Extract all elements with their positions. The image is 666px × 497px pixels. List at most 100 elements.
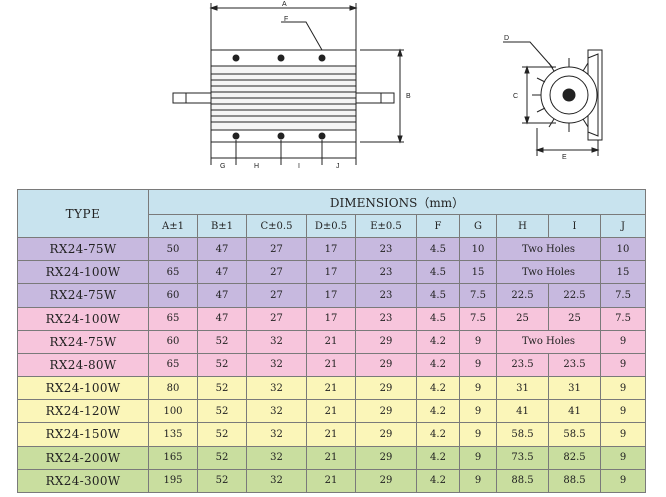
dim-label-j: J: [336, 163, 340, 170]
dim-cell-a: 65: [148, 352, 198, 378]
column-header: A±1: [148, 214, 198, 238]
dim-cell-b: 52: [197, 422, 247, 447]
dim-cell-e: 23: [355, 260, 417, 285]
dim-cell-b: 52: [197, 468, 247, 494]
column-header: G: [459, 214, 497, 238]
dim-cell-g: 9: [459, 422, 497, 447]
dim-cell-d: 21: [306, 376, 356, 401]
dim-cell-a: 135: [148, 422, 198, 447]
dim-cell-d: 21: [306, 468, 356, 494]
dim-cell-j: 9: [599, 422, 647, 447]
technical-drawing: A F B G H I J D C E: [172, 1, 603, 170]
column-header: I: [548, 214, 601, 238]
dim-cell-f: 4.2: [416, 422, 460, 447]
dim-cell-h: 41: [496, 399, 549, 424]
column-header: D±0.5: [306, 214, 356, 238]
dim-cell-h: 25: [496, 306, 549, 331]
dim-cell-f: 4.5: [416, 260, 460, 285]
dim-cell-e: 23: [355, 283, 417, 308]
column-header: E±0.5: [355, 214, 417, 238]
dimensions-table: TYPE DIMENSIONS（mm） A±1 B±1 C±0.5 D±0.5 …: [17, 189, 647, 494]
dim-cell-j: 9: [599, 329, 647, 354]
dim-cell-f: 4.5: [416, 236, 460, 262]
dim-cell-a: 195: [148, 468, 198, 494]
dim-cell-j: 10: [599, 236, 647, 262]
dim-cell-c: 32: [246, 399, 307, 424]
dim-cell-c: 32: [246, 376, 307, 401]
dim-cell-b: 52: [197, 399, 247, 424]
type-cell: RX24-100W: [17, 376, 149, 401]
dim-cell-j: 9: [599, 445, 647, 470]
column-header: B±1: [197, 214, 247, 238]
dim-cell-d: 21: [306, 329, 356, 354]
type-cell: RX24-300W: [17, 468, 149, 494]
dim-cell-e: 29: [355, 376, 417, 401]
dim-cell-e: 29: [355, 445, 417, 470]
dim-cell-f: 4.2: [416, 399, 460, 424]
dim-cell-b: 47: [197, 283, 247, 308]
dim-cell-i: 82.5: [548, 445, 601, 470]
dim-cell-h: 23.5: [496, 352, 549, 378]
dim-label-c: C: [513, 93, 518, 100]
type-cell: RX24-75W: [17, 329, 149, 354]
dim-cell-h: 73.5: [496, 445, 549, 470]
type-cell: RX24-80W: [17, 352, 149, 378]
dim-cell-g: 9: [459, 468, 497, 494]
column-header: J: [599, 214, 647, 238]
dim-cell-d: 17: [306, 306, 356, 331]
dim-cell-d: 17: [306, 283, 356, 308]
dim-cell-c: 27: [246, 306, 307, 331]
dim-cell-j: 9: [599, 352, 647, 378]
dim-cell-b: 52: [197, 445, 247, 470]
dim-label-b: B: [406, 93, 411, 100]
type-cell: RX24-100W: [17, 260, 149, 285]
dim-cell-c: 32: [246, 445, 307, 470]
dim-cell-c: 27: [246, 260, 307, 285]
dim-cell-i: 22.5: [548, 283, 601, 308]
type-cell: RX24-150W: [17, 422, 149, 447]
dim-cell-j: 9: [599, 376, 647, 401]
dim-cell-g: 9: [459, 399, 497, 424]
dim-cell-f: 4.2: [416, 468, 460, 494]
dim-cell-d: 17: [306, 260, 356, 285]
dim-cell-e: 29: [355, 399, 417, 424]
two-holes-cell: Two Holes: [496, 236, 601, 262]
dim-cell-c: 32: [246, 468, 307, 494]
dim-cell-h: 31: [496, 376, 549, 401]
dim-cell-g: 7.5: [459, 306, 497, 331]
side-view-drawing: [172, 3, 404, 165]
type-cell: RX24-75W: [17, 283, 149, 308]
dim-cell-b: 47: [197, 236, 247, 262]
dim-cell-j: 7.5: [599, 283, 647, 308]
dim-cell-b: 47: [197, 306, 247, 331]
type-cell: RX24-120W: [17, 399, 149, 424]
dim-label-d: D: [504, 35, 509, 42]
end-view-drawing: [503, 41, 603, 156]
dim-label-i: I: [298, 163, 300, 170]
dim-cell-a: 65: [148, 260, 198, 285]
dim-cell-f: 4.2: [416, 352, 460, 378]
dim-cell-g: 9: [459, 352, 497, 378]
dim-cell-a: 80: [148, 376, 198, 401]
dim-cell-a: 60: [148, 283, 198, 308]
dim-cell-f: 4.2: [416, 376, 460, 401]
dim-cell-b: 52: [197, 376, 247, 401]
dim-label-g: G: [220, 163, 225, 170]
dim-cell-j: 15: [599, 260, 647, 285]
dim-cell-a: 60: [148, 329, 198, 354]
dim-cell-j: 9: [599, 468, 647, 494]
dimensions-header: DIMENSIONS（mm）: [147, 189, 647, 215]
dim-cell-e: 23: [355, 236, 417, 262]
dim-cell-e: 29: [355, 352, 417, 378]
dim-cell-f: 4.5: [416, 283, 460, 308]
type-cell: RX24-200W: [17, 445, 149, 470]
